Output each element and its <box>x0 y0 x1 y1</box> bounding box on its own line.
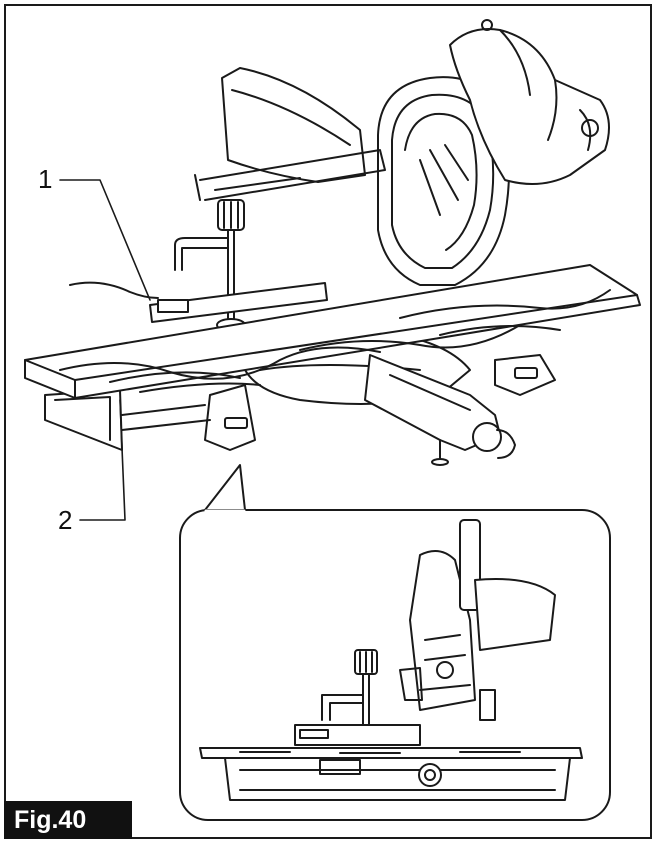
front-grip <box>364 354 516 466</box>
blade-guard <box>377 76 510 286</box>
inset-detail <box>179 464 611 821</box>
motor-housing <box>449 19 610 185</box>
callout-1-label: 1 <box>38 164 53 194</box>
slide-rails <box>194 149 386 201</box>
callout-2-leader <box>79 399 126 521</box>
callout-2-label: 2 <box>58 505 73 535</box>
base-feet <box>204 354 556 451</box>
vise-arm <box>174 237 229 271</box>
saw-main-view <box>24 19 641 521</box>
upper-guard-plate <box>221 67 366 183</box>
workpiece-board <box>24 264 641 399</box>
figure-label: Fig.40 <box>4 801 132 839</box>
lower-support <box>44 389 211 451</box>
guide-fence <box>149 282 328 323</box>
power-cord <box>69 281 159 299</box>
callout-1-leader <box>59 179 151 301</box>
